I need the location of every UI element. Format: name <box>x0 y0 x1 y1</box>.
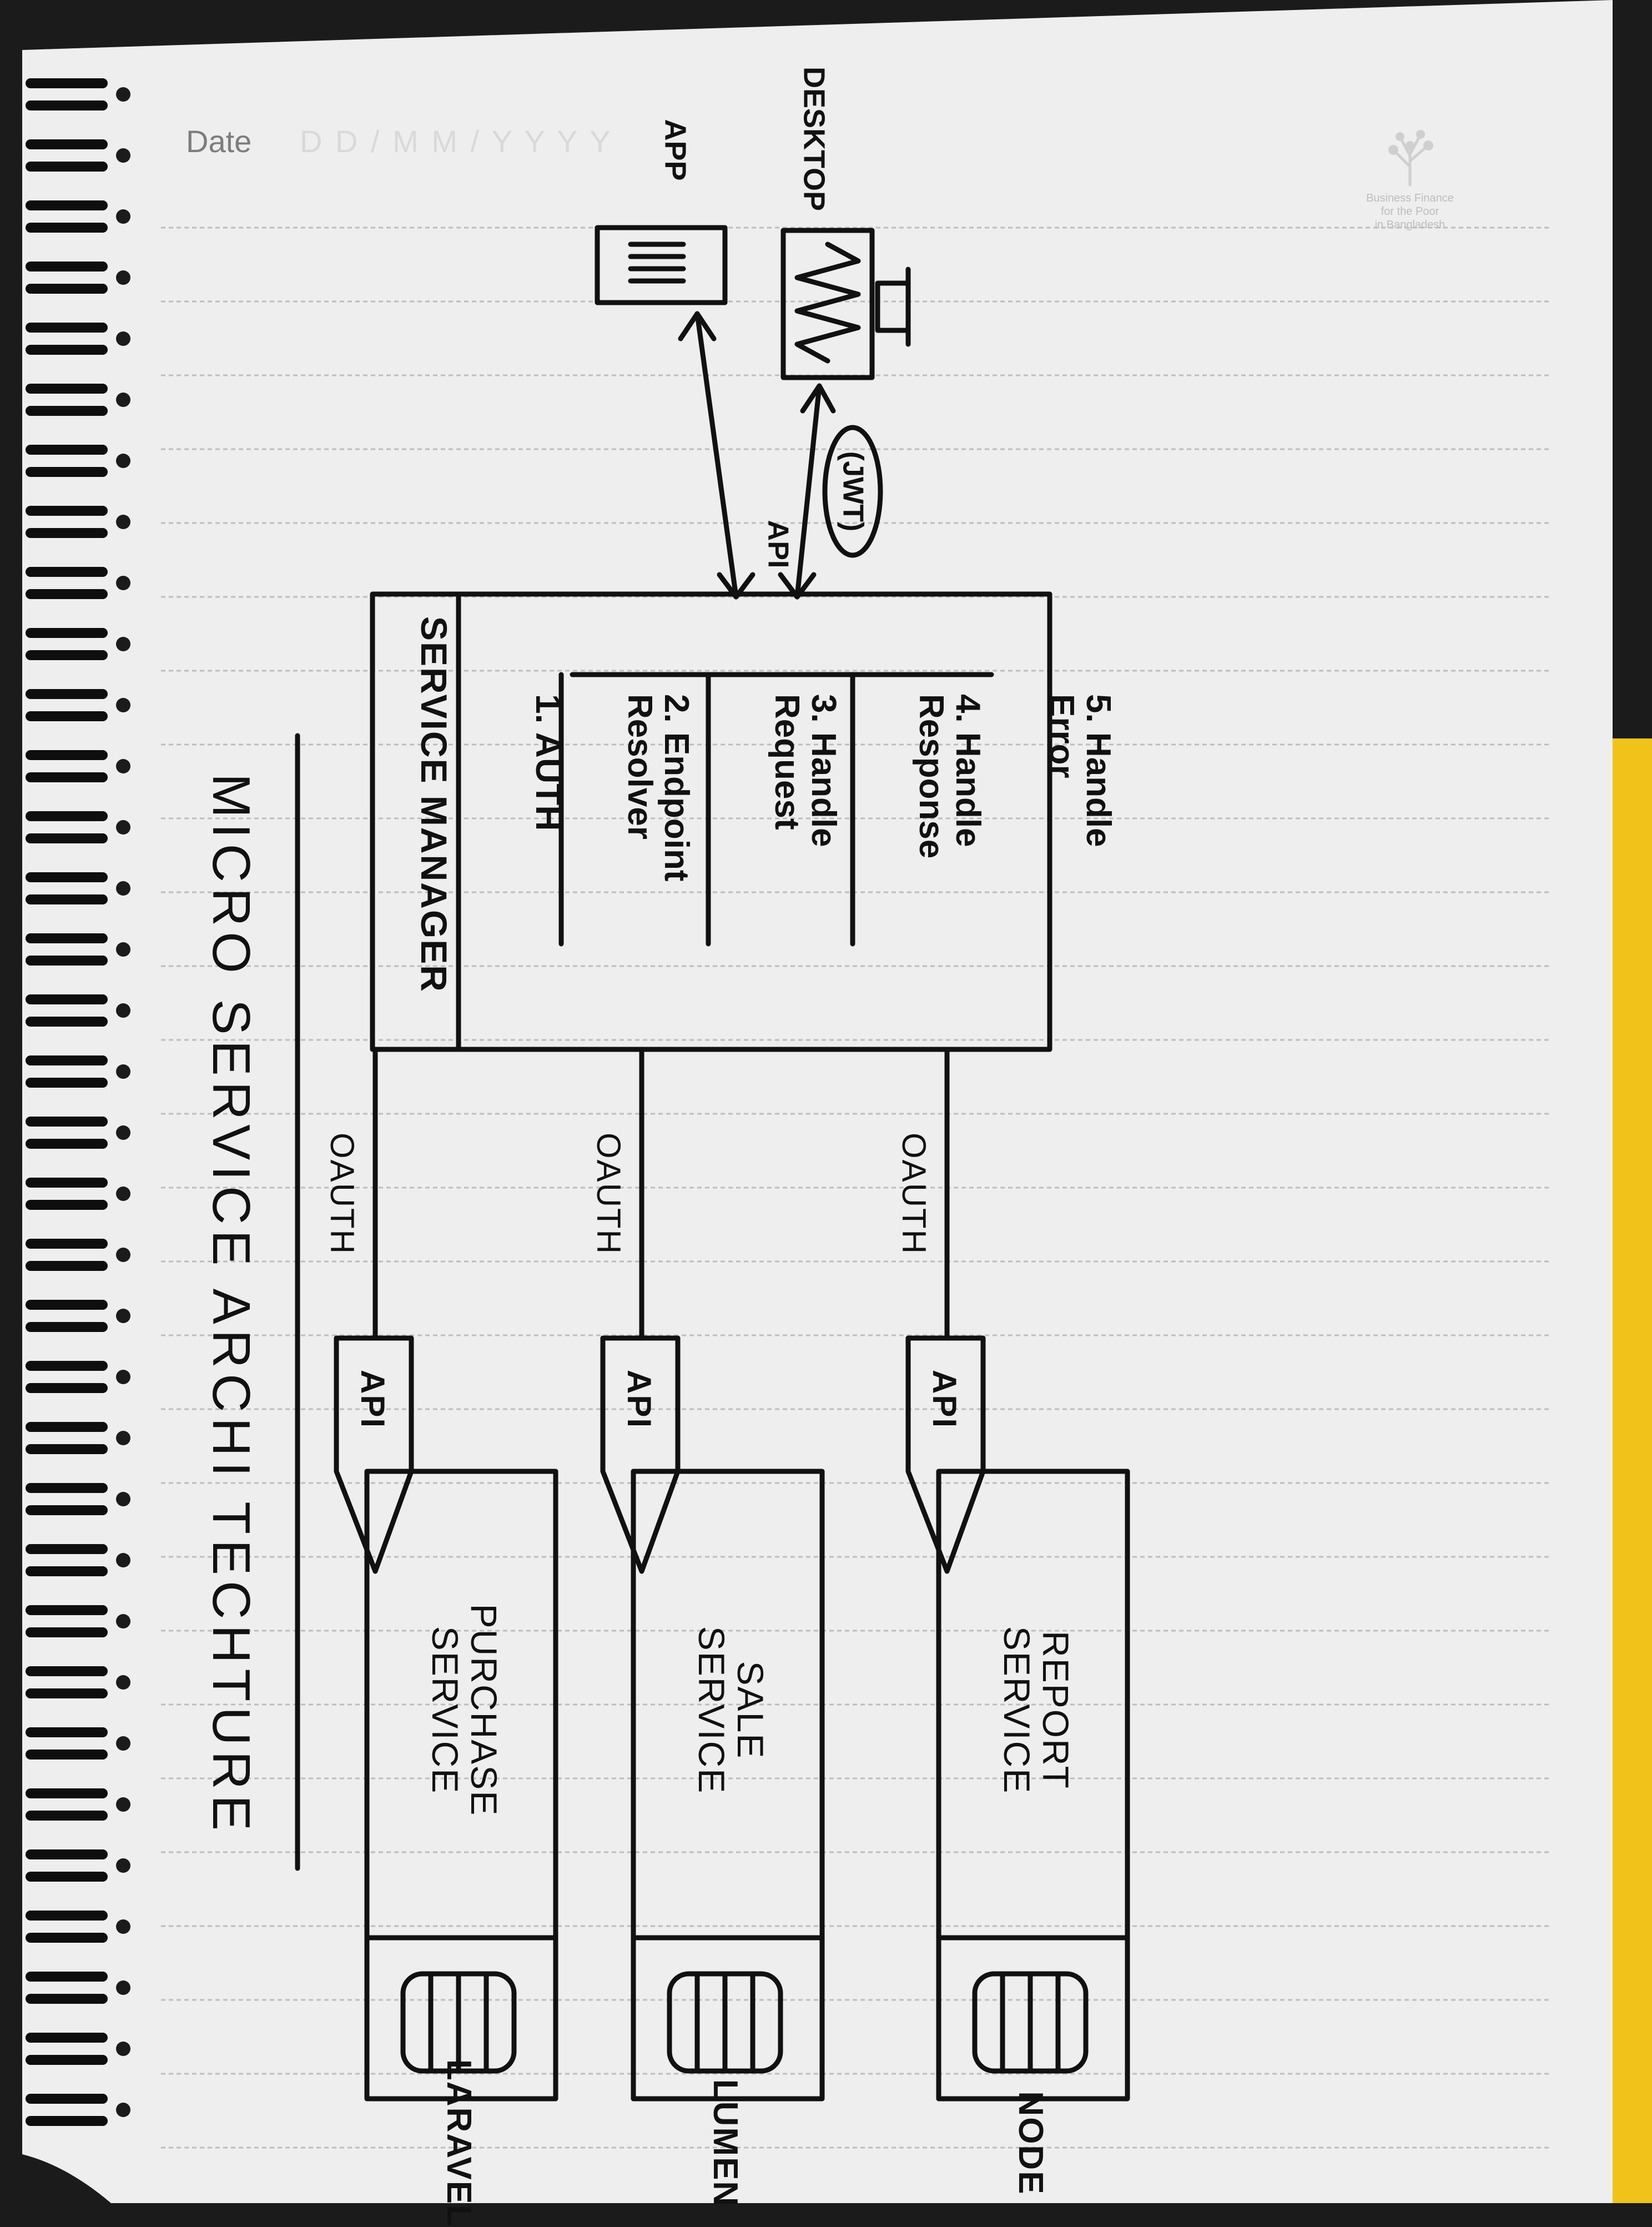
desktop-screen-line <box>794 242 861 364</box>
service-lane-2 <box>905 1047 1130 2102</box>
service-lane-1 <box>600 1047 825 2102</box>
app-client-label: APP <box>658 119 692 181</box>
diagram-title: MICRO SERVICE ARCHI TECHTURE <box>201 773 261 1837</box>
api-gateway-arrow <box>905 1335 986 1574</box>
service-name: PURCHASE SERVICE <box>425 1603 505 1817</box>
step-handle-error: 5. Handle Error <box>1042 694 1117 847</box>
desktop-client-box <box>780 228 875 380</box>
service-name: SALE SERVICE <box>691 1626 771 1794</box>
api-gateway-arrow <box>600 1335 681 1574</box>
step-endpoint-resolver: 2. Endpoint Resolver <box>621 694 696 882</box>
tech-label: NODE <box>1011 2091 1050 2195</box>
service-box <box>364 1469 558 2102</box>
api-gateway-arrow <box>334 1335 414 1574</box>
oauth-label: OAUTH <box>590 1133 627 1255</box>
service-box <box>631 1469 825 2102</box>
service-box <box>936 1469 1130 2102</box>
service-manager-box <box>370 591 1052 1052</box>
desktop-stand <box>875 280 911 333</box>
jwt-label: (JWT) <box>837 451 869 532</box>
oauth-label: OAUTH <box>323 1133 361 1255</box>
tech-label: LARAVEL <box>439 2059 478 2227</box>
step-handle-request: 3. Handle Request <box>768 694 843 847</box>
oauth-label: OAUTH <box>895 1133 933 1255</box>
api-gateway-label: API <box>620 1369 658 1429</box>
api-gateway-label: API <box>354 1369 391 1429</box>
client-api-label: API <box>762 520 794 569</box>
desktop-client-label: DESKTOP <box>797 66 831 212</box>
api-gateway-label: API <box>925 1369 963 1429</box>
tech-label: LUMEN <box>706 2079 744 2208</box>
app-to-manager-link <box>694 311 739 600</box>
app-client-box <box>595 225 728 305</box>
desktop-to-manager-link <box>794 383 822 600</box>
service-name: REPORT SERVICE <box>996 1626 1076 1794</box>
step-auth: 1. AUTH <box>528 694 568 831</box>
service-manager-title: SERVICE MANAGER <box>414 616 455 993</box>
service-lane-0 <box>334 1047 558 2102</box>
spiral-binding <box>26 78 130 2126</box>
step-handle-response: 4. Handle Response <box>912 694 987 859</box>
jwt-bubble <box>822 425 883 558</box>
